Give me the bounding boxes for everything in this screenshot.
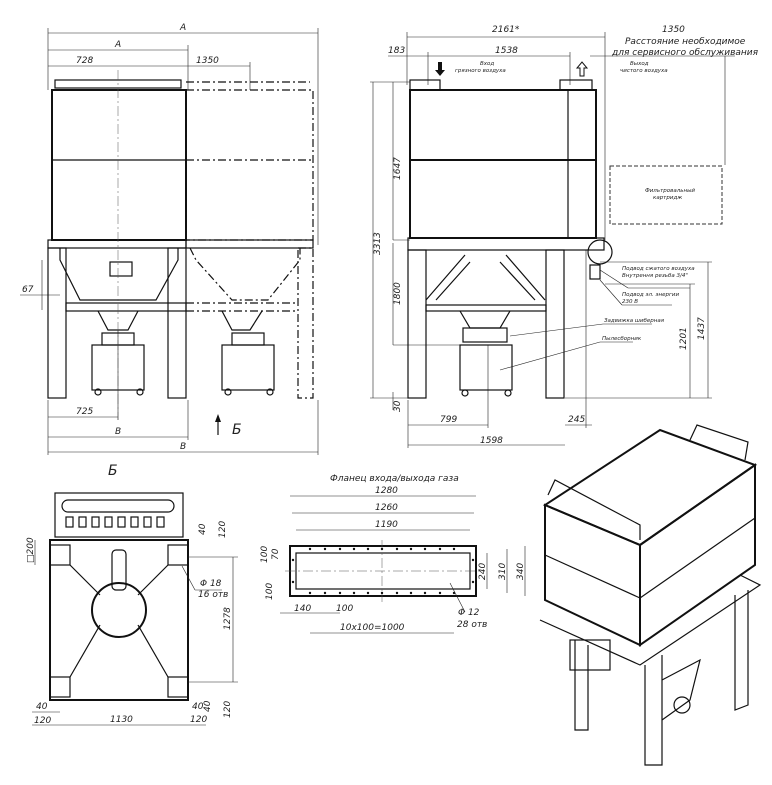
dim-overall-b: B <box>180 442 186 452</box>
hole-dia-18: Φ 18 <box>200 579 222 589</box>
dim-245: 245 <box>568 415 585 425</box>
dim-240: 240 <box>478 563 488 580</box>
dim-1598: 1598 <box>480 436 503 446</box>
isometric-view <box>539 424 762 766</box>
dim-40-right: 40 <box>192 702 204 712</box>
flange-view: Фланец входа/выхода газа 1280 1260 1190 … <box>260 474 526 634</box>
flange-hole-dia: Φ 12 <box>458 608 480 618</box>
dim-120b: 120 <box>223 701 233 718</box>
flange-holes <box>291 547 475 595</box>
dim-module-b: B <box>115 427 121 437</box>
dim-sq200: □200 <box>26 537 36 563</box>
hopper-outlet <box>91 582 147 638</box>
dim-overall-a: A <box>179 23 186 33</box>
dim-1538: 1538 <box>495 46 518 56</box>
dim-30: 30 <box>393 400 403 412</box>
dust-bin <box>459 344 513 391</box>
bottom-view-title: Б <box>108 463 118 479</box>
dim-100-lower: 100 <box>265 583 275 600</box>
dim-140: 140 <box>294 604 311 614</box>
compressed-air-label-1: Подвод сжатого воздуха <box>622 266 695 272</box>
compressed-air-tank <box>587 239 613 265</box>
dim-728: 728 <box>76 56 93 66</box>
power-label-2: 230 В <box>622 299 638 305</box>
dim-service-1350: 1350 <box>662 25 685 35</box>
leg <box>297 247 314 399</box>
dim-100-upper: 100 <box>260 546 270 563</box>
view-marker-b: Б <box>232 422 242 438</box>
leg <box>167 247 187 399</box>
leg <box>407 249 427 399</box>
gate-valve-label: Задвижка шиберная <box>604 318 665 324</box>
dim-40a: 40 <box>198 523 208 535</box>
hopper-right <box>189 247 301 301</box>
bottom-dimensions: □200 40 120 Φ 18 16 отв 1278 40 120 40 1… <box>26 521 238 726</box>
dim-1647: 1647 <box>393 157 403 180</box>
dim-67: 67 <box>22 285 34 295</box>
gate-valve <box>462 327 508 343</box>
cartridge-label-2: картридж <box>653 195 682 201</box>
leg <box>545 249 565 399</box>
inlet-label-2: грязного воздуха <box>455 68 506 74</box>
filter-module-right-optional <box>185 89 314 241</box>
dim-120a: 120 <box>218 521 228 538</box>
service-note-line1: Расстояние необходимое <box>625 37 746 47</box>
filter-cartridge-service-zone <box>609 165 723 225</box>
dim-1800: 1800 <box>393 282 403 305</box>
pulse-valve-manifold <box>54 492 184 538</box>
outlet-flange <box>559 79 593 91</box>
dim-1437: 1437 <box>697 317 707 340</box>
dim-1350: 1350 <box>196 56 219 66</box>
outlet-label-1: Выход <box>630 61 649 67</box>
flange-title: Фланец входа/выхода газа <box>330 474 459 484</box>
outlet-label-2: чистого воздуха <box>620 68 668 74</box>
leg <box>47 247 67 399</box>
frame-bottom <box>49 539 189 701</box>
dim-120-right: 120 <box>190 715 207 725</box>
outlet-arrow-icon <box>575 61 589 77</box>
compressed-air-label-2: Внутрення резьба 3/4" <box>622 273 688 279</box>
dim-799: 799 <box>440 415 457 425</box>
dim-module-a: A <box>114 40 121 50</box>
pulse-valves <box>65 516 165 528</box>
filter-module-left <box>51 89 187 241</box>
dim-1201: 1201 <box>679 327 689 350</box>
dim-70: 70 <box>271 548 281 560</box>
dim-310: 310 <box>498 563 508 580</box>
dust-bin-right <box>221 344 275 391</box>
flange-hole-count: 28 отв <box>457 620 487 630</box>
side-dimensions: 2161* 183 1538 1350 Расстояние необходим… <box>370 25 759 448</box>
inlet-arrow-icon <box>435 62 445 76</box>
iso-front-face <box>544 503 641 647</box>
dim-183: 183 <box>388 46 405 56</box>
iso-side-face <box>639 463 756 647</box>
hopper-left <box>59 248 179 301</box>
dim-pitch: 10x100=1000 <box>340 623 405 633</box>
inlet-label-1: Вход <box>480 61 494 67</box>
dim-1278: 1278 <box>223 607 233 630</box>
dim-40b: 40 <box>203 700 213 712</box>
dust-bin-label: Пылесборник <box>602 336 642 342</box>
dim-3313: 3313 <box>373 232 383 255</box>
dim-40-left: 40 <box>36 702 48 712</box>
dim-1130: 1130 <box>110 715 133 725</box>
dim-1280: 1280 <box>375 486 398 496</box>
front-view: A A 728 1350 67 725 B B Б <box>20 23 319 455</box>
dim-340: 340 <box>516 563 526 580</box>
hole-count-16: 16 отв <box>198 590 228 600</box>
bottom-view: Б □200 40 120 Φ 18 16 отв 1278 40 120 40… <box>26 463 238 726</box>
service-note-line2: для сервисного обслуживания <box>611 48 759 58</box>
dim-1190: 1190 <box>375 520 398 530</box>
dim-120-left: 120 <box>34 716 51 726</box>
cartridge-label-1: Фильтровальный <box>645 188 695 194</box>
dim-1260: 1260 <box>375 503 398 513</box>
dim-100: 100 <box>336 604 353 614</box>
dim-2161: 2161* <box>492 25 520 35</box>
inlet-flange <box>409 79 441 91</box>
power-label-1: Подвод эл. энергии <box>622 292 679 298</box>
side-view: 2161* 183 1538 1350 Расстояние необходим… <box>370 25 759 448</box>
dim-725: 725 <box>76 407 93 417</box>
